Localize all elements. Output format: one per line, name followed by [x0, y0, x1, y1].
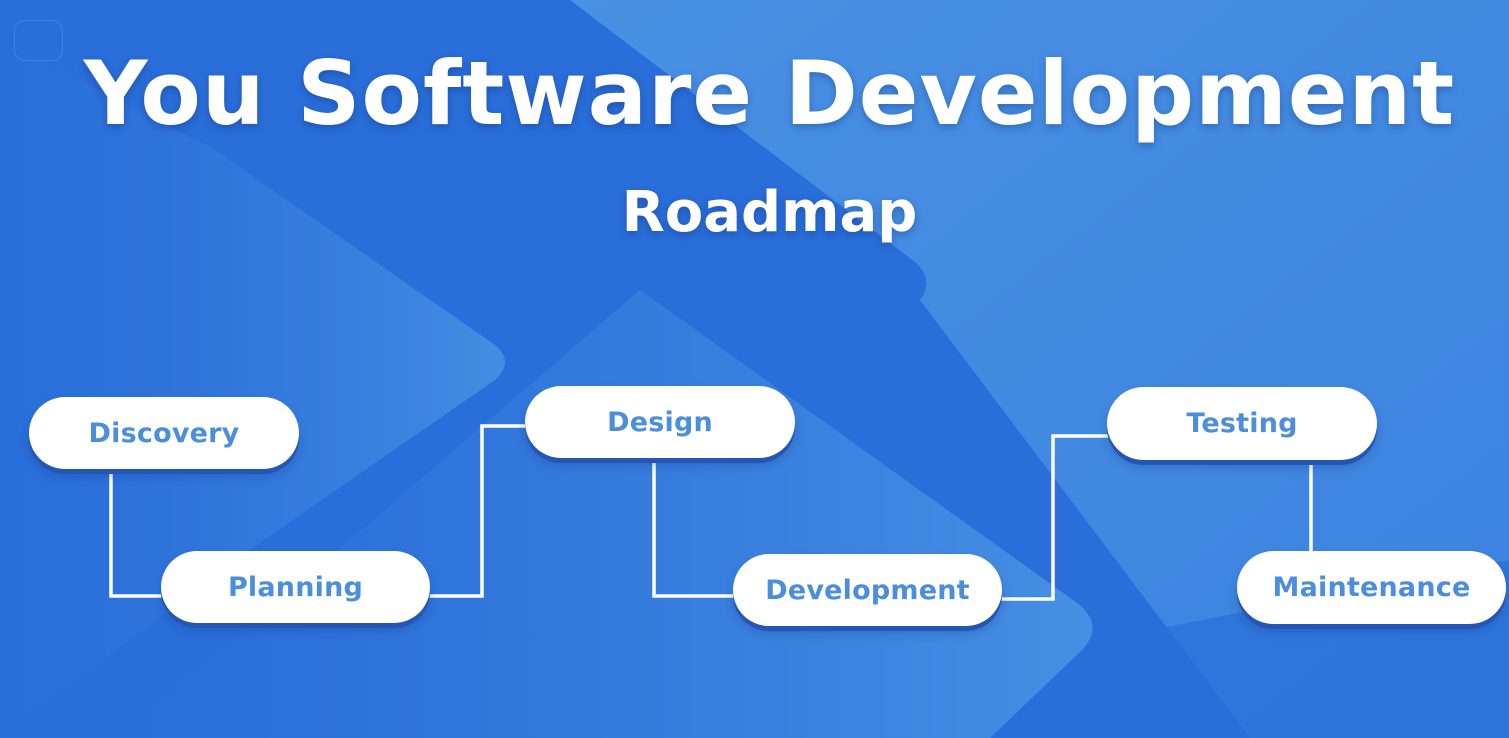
step-label: Design [607, 406, 713, 438]
connector-design-development [652, 459, 736, 598]
step-label: Testing [1186, 408, 1298, 439]
roadmap-step-maintenance[interactable]: Maintenance [1237, 551, 1506, 624]
bg-chevron-left [0, 40, 505, 738]
connector-discovery-planning [109, 470, 164, 598]
bg-chevron-middle [120, 290, 1093, 738]
corner-outline-box [14, 20, 63, 61]
page-subtitle: Roadmap [621, 180, 918, 245]
step-label: Discovery [88, 417, 240, 449]
roadmap-step-discovery[interactable]: Discovery [29, 397, 299, 469]
connector-planning-design [428, 424, 528, 598]
page-title: You Software Development [83, 42, 1456, 145]
connector-development-testing [1000, 434, 1110, 601]
roadmap-step-development[interactable]: Development [733, 554, 1002, 626]
step-label: Maintenance [1272, 572, 1471, 603]
roadmap-step-design[interactable]: Design [525, 386, 795, 458]
step-label: Planning [227, 571, 364, 603]
roadmap-step-testing[interactable]: Testing [1107, 387, 1377, 460]
step-label: Development [765, 574, 970, 606]
roadmap-step-planning[interactable]: Planning [161, 551, 430, 623]
